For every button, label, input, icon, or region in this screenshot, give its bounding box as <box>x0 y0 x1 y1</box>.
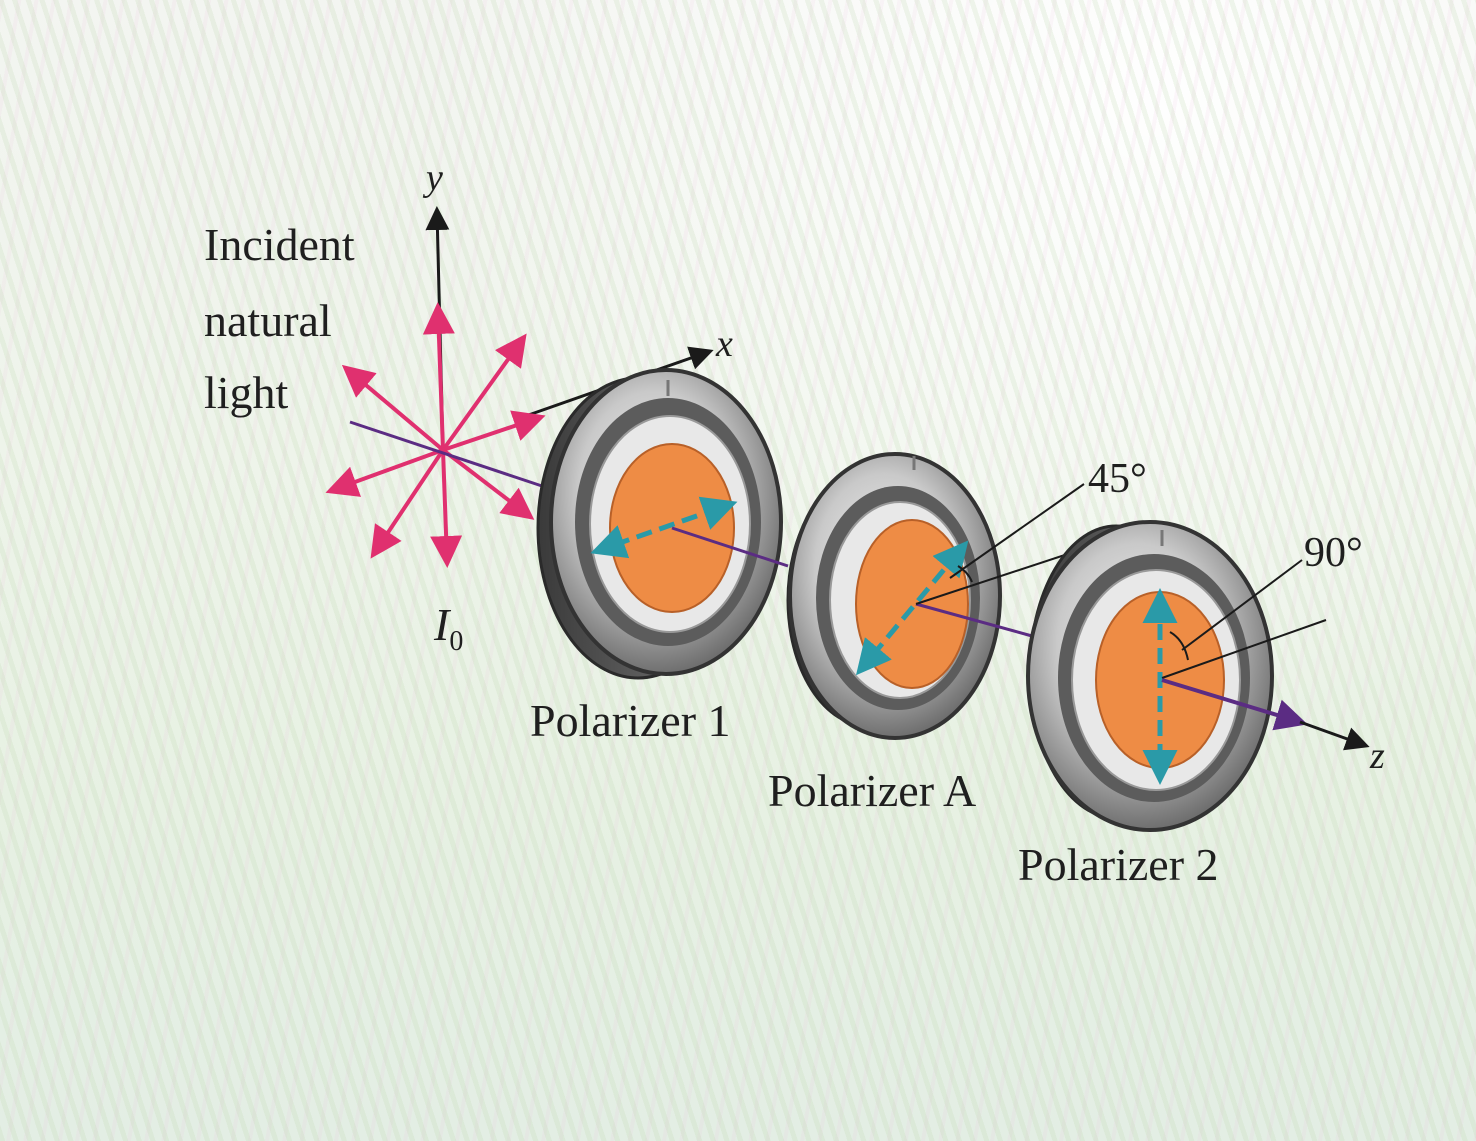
incident-light-label-line1: Incident <box>204 219 355 270</box>
polarizer-1-label: Polarizer 1 <box>530 695 731 746</box>
e-field-arrow <box>325 448 444 497</box>
z-axis-line <box>1299 720 1370 751</box>
y-axis-label: y <box>422 157 443 199</box>
angle-90-label: 90° <box>1304 530 1363 576</box>
angle-leader-line <box>949 483 1085 579</box>
intensity-label: I0 <box>433 599 463 657</box>
polarizer-a-label: Polarizer A <box>768 765 976 816</box>
angle-reference-line <box>915 547 1087 605</box>
beam-axis-line <box>349 420 561 494</box>
polarizer-2-label: Polarizer 2 <box>1018 839 1219 890</box>
polarizer-2 <box>1026 520 1370 832</box>
e-field-arrow <box>370 448 445 559</box>
angle-reference-line <box>1161 619 1327 679</box>
polarizer-1 <box>536 368 789 680</box>
angle-arc <box>957 565 973 583</box>
beam-axis-line <box>1161 678 1308 731</box>
transmission-axis <box>590 496 738 559</box>
angle-45-label: 45° <box>1088 456 1147 502</box>
x-axis-label: x <box>715 323 733 365</box>
polarizer-filter <box>855 519 969 689</box>
incident-light-label-line2: natural <box>204 295 332 346</box>
e-field-arrow <box>442 410 546 452</box>
e-field-arrow <box>430 449 463 568</box>
intensity-subscript: 0 <box>449 626 463 657</box>
intensity-symbol: I <box>433 599 452 650</box>
e-field-arrow <box>422 302 455 451</box>
angle-leader-line <box>1181 559 1303 651</box>
e-field-arrow <box>441 333 527 452</box>
e-field-arrow <box>441 448 535 520</box>
polarizer-a <box>786 452 1087 740</box>
angle-arc <box>1169 631 1189 661</box>
z-axis-label: z <box>1369 735 1385 777</box>
beam-axis-line <box>915 602 1033 638</box>
beam-axis-line <box>671 526 789 568</box>
incident-light-label-line3: light <box>204 367 289 418</box>
e-field-arrow <box>341 364 445 452</box>
